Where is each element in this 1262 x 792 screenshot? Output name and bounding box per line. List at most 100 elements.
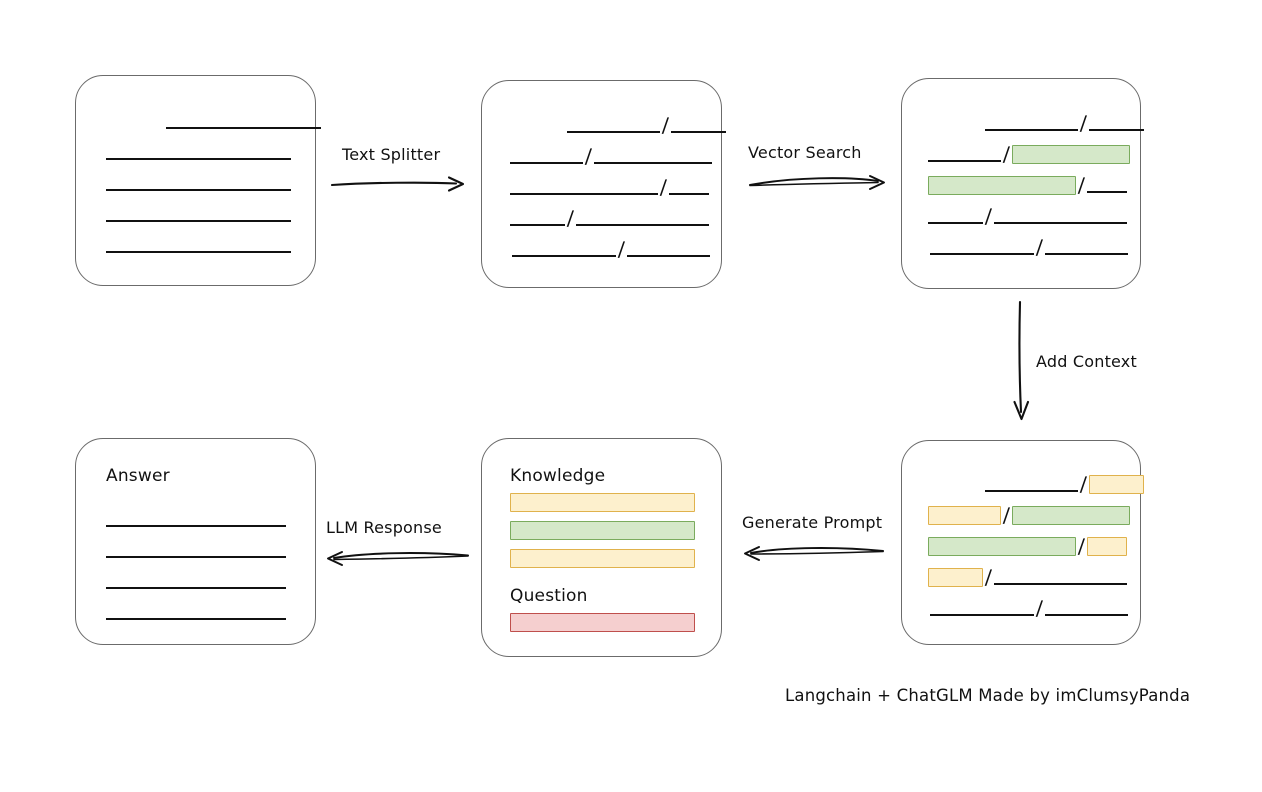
context_document-row: / bbox=[928, 472, 1144, 496]
matched_document-row: / bbox=[928, 173, 1127, 197]
text-line-segment bbox=[106, 618, 286, 620]
source_document-row bbox=[106, 110, 321, 132]
chunk-separator-slash: / bbox=[984, 204, 993, 228]
matched_document-row: / bbox=[928, 111, 1144, 135]
context_document-row: / bbox=[928, 534, 1127, 558]
edge-generate-prompt: Generate Prompt bbox=[738, 513, 886, 561]
highlight-bar-green[interactable] bbox=[1011, 505, 1130, 525]
text-line-segment bbox=[626, 255, 710, 257]
node-answer[interactable] bbox=[75, 438, 316, 645]
edge-vector-search: Vector Search bbox=[748, 143, 890, 190]
edge-llm-response: LLM Response bbox=[322, 518, 470, 566]
answer-row bbox=[106, 508, 286, 530]
text-line-segment bbox=[510, 162, 583, 164]
text-line-segment bbox=[106, 189, 291, 191]
split_document-row: / bbox=[510, 206, 709, 230]
text-line-segment bbox=[106, 158, 291, 160]
context_document-row: / bbox=[928, 565, 1127, 589]
text-line-segment bbox=[928, 160, 1001, 162]
arrow-down-icon bbox=[1013, 300, 1030, 421]
text-line-segment bbox=[993, 222, 1127, 224]
highlight-bar-yellow[interactable] bbox=[1088, 474, 1144, 494]
text-line-segment bbox=[1044, 614, 1128, 616]
text-line-segment bbox=[510, 224, 565, 226]
answer-row bbox=[106, 570, 286, 592]
arrow-left-icon bbox=[327, 551, 469, 566]
arrow-left-icon bbox=[744, 546, 884, 561]
knowledge-bar-yellow[interactable] bbox=[510, 493, 695, 512]
edge-add-context-label: Add Context bbox=[1036, 352, 1137, 371]
prompt-question-label: Question bbox=[510, 586, 588, 606]
arrow-right-icon bbox=[330, 176, 465, 192]
text-line-segment bbox=[575, 224, 709, 226]
text-line-segment bbox=[593, 162, 712, 164]
arrow-right-icon bbox=[749, 175, 885, 190]
chunk-separator-slash: / bbox=[984, 565, 993, 589]
text-line-segment bbox=[930, 614, 1034, 616]
text-line-segment bbox=[106, 220, 291, 222]
text-line-segment bbox=[512, 255, 616, 257]
text-line-segment bbox=[670, 131, 726, 133]
source_document-row bbox=[106, 203, 291, 225]
context_document-row: / bbox=[928, 596, 1128, 620]
node-split-document[interactable] bbox=[481, 80, 722, 288]
edge-text-splitter-label: Text Splitter bbox=[342, 145, 441, 164]
answer-row bbox=[106, 601, 286, 623]
answer-row bbox=[106, 539, 286, 561]
chunk-separator-slash: / bbox=[1079, 111, 1088, 135]
text-line-segment bbox=[985, 490, 1078, 492]
text-line-segment bbox=[106, 251, 291, 253]
text-line-segment bbox=[928, 222, 983, 224]
text-line-segment bbox=[993, 583, 1127, 585]
matched_document-row: / bbox=[928, 204, 1127, 228]
edge-generate-prompt-label: Generate Prompt bbox=[742, 513, 883, 532]
text-line-segment bbox=[1086, 191, 1127, 193]
highlight-bar-green[interactable] bbox=[928, 175, 1076, 195]
chunk-separator-slash: / bbox=[661, 113, 670, 137]
node-source-document[interactable] bbox=[75, 75, 316, 286]
knowledge-bar-yellow[interactable] bbox=[510, 549, 695, 568]
chunk-separator-slash: / bbox=[659, 175, 668, 199]
split_document-row: / bbox=[510, 113, 726, 137]
highlight-bar-green[interactable] bbox=[1011, 144, 1130, 164]
text-line-segment bbox=[985, 129, 1078, 131]
split_document-row: / bbox=[510, 237, 710, 261]
split_document-row: / bbox=[510, 144, 712, 168]
edge-llm-response-label: LLM Response bbox=[326, 518, 442, 537]
highlight-bar-yellow[interactable] bbox=[1086, 536, 1127, 556]
chunk-separator-slash: / bbox=[566, 206, 575, 230]
question-bar-red[interactable] bbox=[510, 613, 695, 632]
footer-caption: Langchain + ChatGLM Made by imClumsyPand… bbox=[785, 686, 1191, 705]
text-line-segment bbox=[106, 556, 286, 558]
context_document-row: / bbox=[928, 503, 1130, 527]
prompt-knowledge-label: Knowledge bbox=[510, 466, 606, 486]
source_document-row bbox=[106, 141, 291, 163]
text-line-segment bbox=[1088, 129, 1144, 131]
text-line-segment bbox=[930, 253, 1034, 255]
chunk-separator-slash: / bbox=[1079, 472, 1088, 496]
chunk-separator-slash: / bbox=[617, 237, 626, 261]
answer-label: Answer bbox=[106, 466, 170, 486]
chunk-separator-slash: / bbox=[1035, 596, 1044, 620]
matched_document-row: / bbox=[928, 235, 1128, 259]
knowledge-bar-green[interactable] bbox=[510, 521, 695, 540]
text-line-segment bbox=[668, 193, 709, 195]
text-line-segment bbox=[106, 587, 286, 589]
split_document-row: / bbox=[510, 175, 709, 199]
chunk-separator-slash: / bbox=[584, 144, 593, 168]
highlight-bar-yellow[interactable] bbox=[928, 505, 1001, 525]
chunk-separator-slash: / bbox=[1077, 173, 1086, 197]
edge-add-context: Add Context bbox=[1000, 300, 1160, 425]
highlight-bar-green[interactable] bbox=[928, 536, 1076, 556]
edge-vector-search-label: Vector Search bbox=[748, 143, 862, 162]
highlight-bar-yellow[interactable] bbox=[928, 567, 983, 587]
text-line-segment bbox=[106, 525, 286, 527]
chunk-separator-slash: / bbox=[1077, 534, 1086, 558]
text-line-segment bbox=[567, 131, 660, 133]
edge-text-splitter: Text Splitter bbox=[330, 145, 470, 192]
chunk-separator-slash: / bbox=[1002, 503, 1011, 527]
chunk-separator-slash: / bbox=[1002, 142, 1011, 166]
text-line-segment bbox=[1044, 253, 1128, 255]
text-line-segment bbox=[510, 193, 658, 195]
